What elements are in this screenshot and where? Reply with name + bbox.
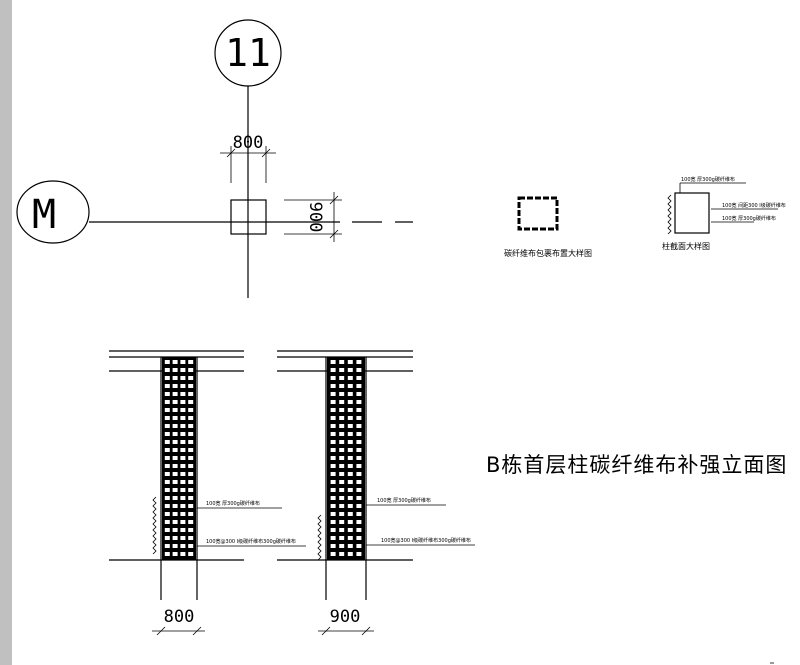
- column-2-note-upper: 100宽 厚300g碳纤维布: [377, 497, 431, 504]
- column-1-note-upper: 100宽 厚300g碳纤维布: [206, 500, 260, 507]
- elevation-title: B栋首层柱碳纤维布补强立面图: [486, 453, 787, 477]
- left-margin-bar: [0, 0, 12, 665]
- wrap-detail-square: [517, 196, 559, 231]
- elevation-column-2: 100宽 厚300g碳纤维布 100宽@300 Ⅰ级碳纤维布300g碳纤维布 9…: [277, 350, 475, 636]
- column-1-width: 800: [164, 607, 195, 627]
- section-note-3: 100宽 厚300g碳纤维布: [722, 215, 776, 222]
- axis-label-11: 11: [225, 31, 271, 75]
- column-2-width: 900: [330, 607, 361, 627]
- section-note-2: 100宽 间距300 Ⅰ级碳纤维布: [722, 202, 786, 209]
- plan-view: 11 M 800 900: [16, 19, 413, 298]
- axis-label-m: M: [32, 192, 56, 238]
- cfrp-pattern-2: [327, 357, 365, 560]
- column-2-note-lower: 100宽@300 Ⅰ级碳纤维布300g碳纤维布: [381, 537, 471, 544]
- wrap-detail-caption: 碳纤维布包裹布置大样图: [504, 248, 592, 258]
- axis-bubble-m: [16, 180, 90, 244]
- section-note-1: 100宽 厚300g碳纤维布: [681, 176, 735, 183]
- column-1-note-lower: 100宽@300 Ⅰ级碳纤维布300g碳纤维布: [206, 538, 296, 545]
- section-detail-caption: 柱截面大样图: [662, 241, 710, 251]
- plan-depth-dimension: 900: [305, 202, 325, 233]
- plan-column: [230, 199, 267, 235]
- section-detail: 100宽 厚300g碳纤维布 100宽 间距300 Ⅰ级碳纤维布 100宽 厚3…: [662, 176, 786, 251]
- elevation-column-1: 100宽 厚300g碳纤维布 100宽@300 Ⅰ级碳纤维布300g碳纤维布 8…: [109, 350, 306, 636]
- plan-width-dimension: 800: [233, 133, 264, 153]
- section-detail-square: [674, 192, 710, 234]
- cfrp-pattern-1: [162, 357, 196, 560]
- wrap-detail: 碳纤维布包裹布置大样图: [504, 196, 592, 258]
